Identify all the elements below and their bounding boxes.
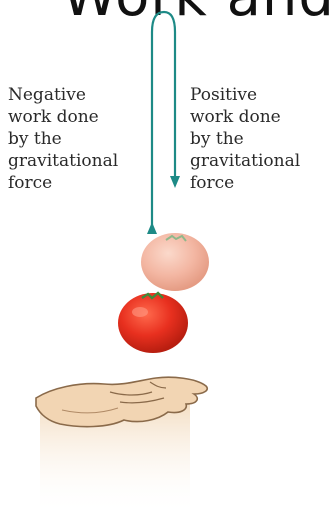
open-hand <box>36 377 207 515</box>
down-arrow-head <box>170 176 180 188</box>
trajectory-path <box>152 12 175 232</box>
faded-tomato <box>141 233 209 291</box>
up-arrow-head <box>147 222 157 234</box>
bright-tomato <box>118 293 188 353</box>
